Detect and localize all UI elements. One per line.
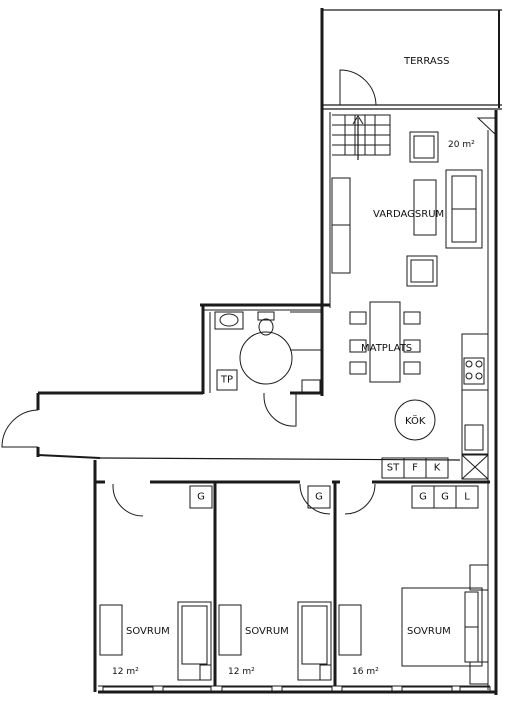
- linen-label: L: [464, 492, 470, 503]
- wardrobe-label-4: G: [441, 492, 449, 503]
- bedroom1-furniture: [99, 601, 212, 681]
- bedroom3-furniture: [338, 564, 489, 685]
- bedroom-doors: [112, 483, 376, 517]
- wardrobe-label-3: G: [419, 492, 427, 503]
- appliance-boxes: [381, 457, 449, 479]
- living-area-label: 20 m²: [448, 140, 475, 150]
- terrace-label: TERRASS: [403, 56, 449, 67]
- staircase: [332, 114, 391, 160]
- wardrobe-label-1: G: [197, 492, 205, 503]
- dining-label: MATPLATS: [361, 343, 412, 354]
- bedroom3-area-label: 16 m²: [352, 667, 379, 677]
- entrance-door: [1, 409, 39, 448]
- st-label: ST: [387, 463, 400, 474]
- bedroom2-furniture: [218, 601, 332, 681]
- dining-furniture: [349, 301, 421, 383]
- wardrobe-boxes: [189, 485, 479, 509]
- bedroom-walls: [95, 480, 490, 686]
- f-label: F: [412, 463, 418, 474]
- bedroom1-label: SOVRUM: [126, 626, 170, 637]
- bathroom: [203, 305, 324, 427]
- k-label: K: [434, 463, 441, 474]
- wardrobe-label-2: G: [315, 492, 323, 503]
- tp-label: TP: [220, 375, 233, 386]
- terrace-area: [320, 8, 502, 110]
- kitchen-label: KÖK: [405, 414, 426, 427]
- living-room-label: VARDAGSRUM: [373, 209, 444, 220]
- bottom-windows: [102, 686, 491, 693]
- exterior-walls: [36, 108, 498, 695]
- living-furniture: [331, 131, 483, 287]
- kitchen-round-table: [394, 399, 436, 441]
- bedroom3-label: SOVRUM: [407, 626, 451, 637]
- bedroom2-label: SOVRUM: [245, 626, 289, 637]
- bedroom2-area-label: 12 m²: [228, 667, 255, 677]
- bedroom1-area-label: 12 m²: [112, 667, 139, 677]
- kitchen-counter: [461, 333, 489, 480]
